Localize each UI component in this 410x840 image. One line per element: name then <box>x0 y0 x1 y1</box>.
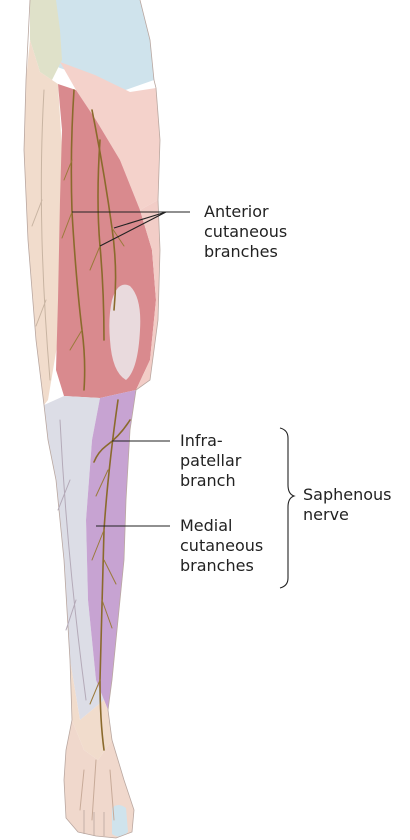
anterior-line-3: branches <box>204 242 278 261</box>
saphenous-line-2: nerve <box>303 505 349 524</box>
infrapatellar-line-1: Infra- <box>180 431 223 450</box>
medial-line-1: Medial <box>180 516 233 535</box>
anterior-line-1: Anterior <box>204 202 269 221</box>
saphenous-brace <box>280 428 294 588</box>
big-toe-zone <box>112 805 128 837</box>
infrapatellar-line-3: branch <box>180 471 236 490</box>
saphenous-nerve-label: Saphenous nerve <box>303 485 397 524</box>
anterior-cutaneous-label: Anterior cutaneous branches <box>204 202 292 261</box>
medial-line-3: branches <box>180 556 254 575</box>
lateral-thigh-zone <box>24 40 62 405</box>
saphenous-line-1: Saphenous <box>303 485 392 504</box>
anterior-line-2: cutaneous <box>204 222 287 241</box>
medial-line-2: cutaneous <box>180 536 263 555</box>
medial-cutaneous-label: Medial cutaneous branches <box>180 516 268 575</box>
infrapatellar-label: Infra- patellar branch <box>180 431 246 490</box>
leg-illustration <box>24 0 160 838</box>
infrapatellar-line-2: patellar <box>180 451 242 470</box>
